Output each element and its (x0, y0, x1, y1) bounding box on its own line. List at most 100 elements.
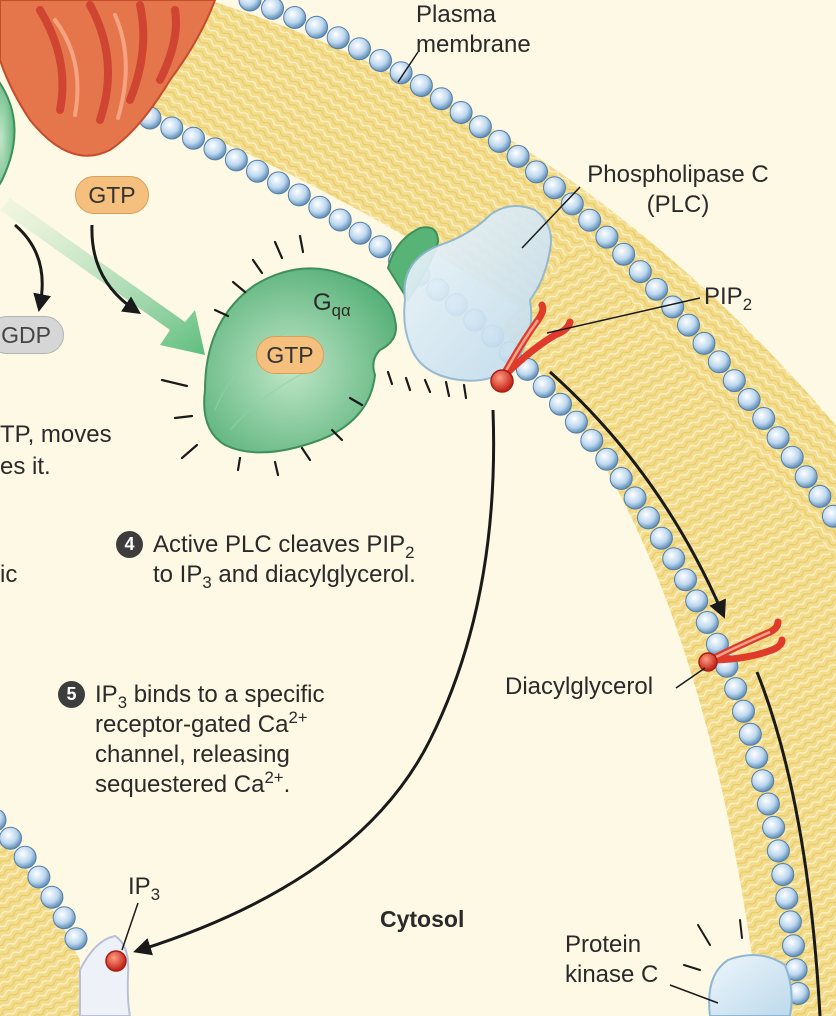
lipid-head (766, 839, 790, 863)
text-fragment-1: TP, moves (0, 421, 112, 448)
cytosol-label: Cytosol (380, 906, 465, 932)
lipid-head (637, 506, 660, 530)
lipid-head (506, 144, 530, 168)
step-5-line-1: IP3 binds to a specific (95, 681, 325, 712)
phospholipase-c-protein (403, 205, 552, 382)
lipid-head (662, 547, 686, 571)
lipid-head (305, 15, 329, 39)
dag-leader (675, 667, 706, 689)
step-4-line-1: Active PLC cleaves PIP2 (153, 531, 415, 562)
plc-leader (521, 186, 581, 249)
lipid-head (429, 87, 453, 111)
pip2-label: PIP2 (704, 283, 753, 314)
lipid-head (52, 906, 76, 930)
pip2-leader (546, 297, 701, 334)
ip3-receptor-channel (79, 934, 132, 1016)
ip3-leader (121, 902, 139, 951)
dag-to-pkc-arrow (755, 671, 822, 1016)
step-4-number: 4 (116, 531, 143, 558)
lipid-head (328, 208, 352, 232)
plc-label: Phospholipase C (PLC) (587, 161, 769, 218)
er-membrane-heads (0, 809, 88, 951)
lipid-head (13, 845, 37, 869)
dag-diffusion-arrow (549, 370, 726, 619)
protein-kinase-c (683, 919, 793, 1016)
step-5-number: 5 (58, 681, 85, 708)
lipid-head (692, 331, 716, 355)
lipid-head (246, 159, 269, 183)
lipid-head (348, 221, 372, 245)
lipid-head (724, 677, 748, 701)
plasma-membrane-leader (397, 51, 419, 83)
lipid-head (738, 722, 762, 746)
pip2-lipid (490, 301, 574, 393)
lipid-head (775, 886, 799, 910)
lipid-head (560, 192, 584, 216)
lipid-head (595, 447, 619, 471)
gdp-release-arrow (14, 223, 51, 313)
lipid-head (782, 934, 805, 958)
lipid-head (780, 445, 804, 469)
lipid-head (737, 388, 761, 411)
lipid-head (707, 350, 731, 374)
text-fragment-2: es it. (0, 453, 51, 480)
lipid-head (409, 74, 433, 97)
lipid-head (203, 137, 227, 161)
lipid-head (821, 504, 836, 528)
lipid-head (160, 116, 184, 140)
lipid-head (766, 426, 790, 450)
lipid-head (261, 0, 284, 20)
plasma-membrane (150, 0, 836, 1016)
gtp-binding-arrow (90, 224, 141, 314)
step-5-line-2: receptor-gated Ca2+ (95, 708, 308, 738)
lipid-head (287, 183, 311, 207)
diacylglycerol-label: Diacylglycerol (505, 673, 654, 700)
lipid-head (326, 26, 350, 50)
lipid-head (238, 0, 262, 12)
ip3-release-arrow (133, 409, 496, 956)
lipid-head (0, 809, 7, 831)
lipid-head (368, 235, 392, 259)
membrane-outer-leaflet (238, 0, 836, 528)
lipid-head (762, 815, 786, 839)
gdp-badge: GDP (0, 316, 64, 354)
lipid-head (468, 115, 492, 139)
lipid-head (549, 392, 572, 416)
lipid-head (751, 769, 775, 793)
lipid-head (645, 277, 669, 301)
lipid-head (532, 375, 556, 399)
gtp-bound-badge: GTP (256, 336, 324, 374)
lipid-head (182, 126, 205, 150)
step-4: 4 Active PLC cleaves PIP2 to IP3 and dia… (116, 530, 416, 592)
lipid-head (609, 467, 633, 490)
lipid-head (685, 589, 709, 613)
lipid-head (649, 526, 673, 550)
lipid-head (543, 176, 566, 200)
lipid-head (224, 148, 248, 172)
lipid-head (449, 101, 473, 124)
step-4-line-2: to IP3 and diacylglycerol. (153, 561, 416, 592)
lipid-head (732, 699, 755, 723)
diacylglycerol-lipid (698, 618, 786, 672)
g-alpha-label: Gqα (313, 289, 351, 320)
lipid-head (525, 160, 548, 184)
lipid-head (487, 129, 511, 153)
lipid-head (578, 208, 602, 232)
lipid-head (283, 6, 307, 29)
lipid-head (0, 826, 22, 850)
gtp-free-badge: GTP (75, 176, 149, 214)
lipid-head (369, 49, 392, 72)
lipid-head (64, 927, 88, 951)
plasma-membrane-label: Plasma membrane (416, 1, 531, 58)
lipid-head (745, 745, 769, 769)
lipid-head (40, 885, 64, 909)
lipid-head (612, 242, 636, 266)
lipid-head (661, 295, 685, 319)
lipid-head (695, 611, 719, 634)
step-5: 5 IP3 binds to a specific receptor-gated… (58, 680, 324, 800)
receptor-protein (0, 0, 217, 157)
pkc-leader (669, 984, 719, 1004)
lipid-head (348, 37, 371, 61)
lipid-head (752, 407, 776, 430)
